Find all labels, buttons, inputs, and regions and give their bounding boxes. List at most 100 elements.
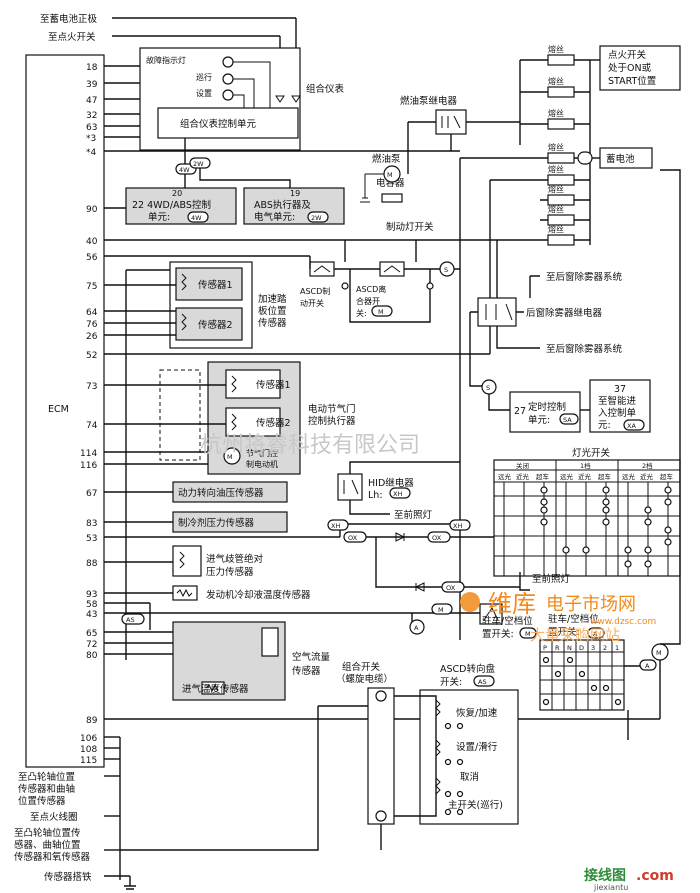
abs-line-2: 电气单元: — [254, 211, 295, 223]
fuse-5: 熔丝 — [547, 164, 575, 186]
battery-box: 蓄电池 — [577, 147, 653, 169]
smart-line-1: 至智能进 — [598, 395, 637, 407]
combination-switch: 组合开关 （螺旋电缆） ASCD转向盘 开关: AS 恢复/加速 设置/滑行 取… — [120, 661, 519, 851]
svg-text:熔丝: 熔丝 — [548, 76, 564, 86]
fuel-pump-label-1: 燃油泵 — [372, 153, 401, 165]
throttle-sensor-1: 传感器1 — [256, 379, 291, 391]
battery-label: 蓄电池 — [606, 153, 635, 165]
smart-num: 37 — [614, 384, 626, 395]
svg-text:2W: 2W — [311, 214, 322, 222]
ecm-bottom-label-6: 感器、曲轴位置 — [14, 839, 81, 851]
cluster-indicator-mil: 故障指示灯 — [146, 55, 186, 65]
throttle-motor-icon — [223, 447, 241, 465]
svg-text:S: S — [486, 384, 490, 392]
spiral-cable-bottom-icon — [375, 810, 387, 822]
ls-headlamp2: 至前照灯 — [532, 573, 571, 585]
pin-89: 89 — [86, 716, 98, 726]
svg-text:4W: 4W — [191, 214, 202, 222]
pedal-sensor-2: 传感器2 — [198, 319, 233, 331]
ls-col-2: 近光 — [516, 472, 530, 481]
combo-item-main: 主开关(巡行) — [448, 799, 503, 811]
svg-text:熔丝: 熔丝 — [548, 184, 564, 194]
ecm-bottom-label-5: 至凸轮轴位置传 — [14, 827, 81, 839]
svg-text:A: A — [593, 630, 598, 638]
defog-relay: 后窗除雾器继电器 — [526, 307, 603, 319]
ls-col-1: 远光 — [498, 472, 512, 481]
timer-line-2: 单元: — [528, 414, 550, 426]
parking-label-1: 驻车/空档位 — [482, 615, 533, 627]
combo-item-cancel: 取消 — [460, 771, 479, 783]
fuse-2: 熔丝 — [547, 76, 575, 98]
ls-state-2: 2档 — [642, 461, 653, 470]
ls-contacts — [540, 486, 672, 568]
ign-line-1: 点火开关 — [608, 49, 647, 61]
hid-relay-label-1: HID继电器 — [368, 477, 414, 489]
ecm-bottom-label-1: 至凸轮轴位置 — [18, 771, 75, 783]
parking-label-2: 置开关: — [482, 628, 514, 640]
conn-2w-top: 2W — [189, 157, 211, 169]
combo-item-set: 设置/滑行 — [456, 741, 498, 753]
dzsc-logo-icon — [460, 592, 480, 612]
pin-75: 75 — [86, 282, 97, 292]
svg-text:熔丝: 熔丝 — [548, 142, 564, 152]
svg-text:OX: OX — [446, 584, 456, 592]
svg-text:M: M — [525, 630, 531, 638]
hid-headlamp: 至前照灯 — [394, 509, 433, 521]
awd-line-2: 单元: — [148, 211, 170, 223]
light-switch-title: 灯光开关 — [572, 447, 611, 459]
svg-text:SA: SA — [563, 416, 572, 424]
pin-40: 40 — [86, 237, 98, 247]
hid-relay: HID继电器 Lh: XH 至前照灯 XH XH — [327, 461, 471, 537]
svg-text:OX: OX — [432, 534, 442, 542]
shift-col-n: N — [567, 644, 572, 652]
fuse-7: 熔丝 — [547, 204, 575, 226]
fuse-3: 熔丝 — [547, 108, 575, 130]
abs-actuator-unit: 19 ABS执行器及 电气单元: 2W — [184, 168, 345, 225]
jxt-url: jiexiantu — [593, 883, 628, 892]
fuse-4: 熔丝 — [547, 142, 575, 164]
mil-lamp-icon — [222, 56, 234, 68]
shift-col-3: 3 — [591, 644, 595, 652]
accel-pedal-sensor: 传感器1 传感器2 加速踏 板位置 传感器 — [126, 261, 287, 349]
svg-text:M: M — [438, 606, 444, 614]
maf-label-2: 传感器 — [292, 665, 321, 677]
cluster-title: 组合仪表 — [306, 83, 345, 95]
ox-connectors: OX OX OX — [343, 531, 520, 593]
smart-line-2: 入控制单 — [598, 407, 637, 419]
abs-line-1: ABS执行器及 — [254, 199, 311, 211]
svg-text:A: A — [645, 662, 650, 670]
pin-88: 88 — [86, 559, 98, 569]
svg-text:A: A — [414, 624, 419, 632]
throttle-title-1: 电动节气门 — [308, 403, 356, 415]
timer-line-1: 定时控制 — [528, 401, 566, 413]
brake-switches: 制动灯开关 ASCD制 动开关 ASCD离 合器开 关: M S — [300, 221, 460, 323]
ascd-clutch-label-1: ASCD离 — [356, 284, 386, 294]
dzsc-name: 电子市场网 — [546, 594, 636, 615]
svg-text:4W: 4W — [179, 166, 190, 174]
ascd-sw-title-2: 开关: — [440, 676, 462, 688]
refrigerant-sensor: 制冷剂压力传感器 — [172, 511, 288, 533]
throttle-motor-label-1: 节气门控 — [246, 448, 278, 458]
abs-num: 19 — [290, 189, 300, 198]
pin-26: 26 — [86, 332, 98, 342]
rear-defogger: 至后窗除雾器系统 后窗除雾器继电器 至后窗除雾器系统 S 27 定时控制 单元:… — [469, 240, 651, 433]
throttle-sensor-2: 传感器2 — [256, 417, 291, 429]
ps-sensor-label: 动力转向油压传感器 — [178, 487, 264, 499]
ascd-brake-label-2: 动开关 — [300, 298, 324, 308]
combination-meter: 组合仪表控制单元 组合仪表 故障指示灯 巡行 设置 — [139, 47, 345, 170]
pin-65: 65 — [86, 629, 97, 639]
defog-sys-1: 至后窗除雾器系统 — [546, 271, 623, 283]
pedal-title-3: 传感器 — [258, 317, 287, 329]
ascd-clutch-switch — [379, 261, 405, 277]
ecm-bottom-labels: 至凸轮轴位置 传感器和曲轴 位置传感器 至点火线圈 至凸轮轴位置传 感器、曲轴位… — [14, 771, 136, 890]
jxt-suffix: .com — [636, 868, 674, 884]
ecm-top-label-battery: 至蓄电池正极 — [40, 13, 98, 25]
cruise-lamp-icon — [222, 73, 234, 85]
maf-label-1: 空气流量 — [292, 651, 331, 663]
shift-col-r: R — [555, 644, 560, 652]
ect-label: 发动机冷却液温度传感器 — [206, 589, 311, 601]
shift-col-d: D — [579, 644, 584, 652]
shift-col-1: 1 — [615, 644, 619, 652]
dzsc-brand: 维库 — [488, 590, 536, 618]
svg-text:熔丝: 熔丝 — [548, 44, 564, 54]
